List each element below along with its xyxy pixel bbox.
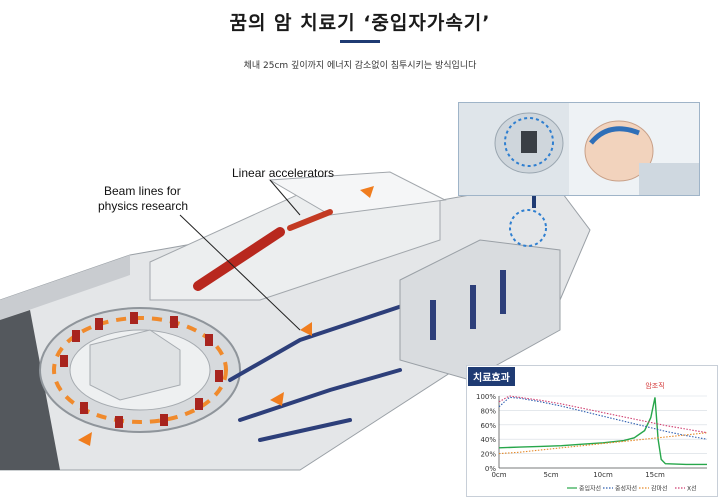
ground-edge (0, 310, 60, 470)
series-line-감마선 (498, 432, 708, 455)
beam-lines-label-line1: Beam lines for (104, 184, 181, 198)
arrow-marker (78, 432, 92, 446)
series-line-중성자선 (498, 396, 708, 440)
ring-magnet (215, 370, 223, 382)
series-line-중입자선 (498, 397, 707, 466)
synchrotron-ring-track (52, 316, 228, 424)
legend-label: 중입자선 (579, 485, 601, 493)
x-tick-label: 0cm (491, 471, 506, 479)
treatment-wing (399, 239, 561, 381)
arrow-marker (270, 392, 284, 406)
y-tick-label: 40% (480, 436, 496, 444)
chart-title: 치료효과 (468, 367, 515, 386)
beam-column (500, 270, 506, 314)
ring-magnet (195, 398, 203, 410)
beam-column (470, 285, 476, 329)
page-title: 꿈의 암 치료기 ‘중입자가속기’ (229, 12, 491, 34)
x-tick-label: 10cm (593, 471, 613, 479)
patient-illustration (459, 103, 699, 195)
y-tick-label: 0% (485, 465, 496, 473)
central-block (89, 329, 181, 401)
linac-red-pipe-2 (287, 209, 333, 231)
linear-accelerators-label: Linear accelerators (232, 166, 335, 180)
ring-magnet (72, 330, 80, 342)
linac-label-pointer (269, 179, 301, 216)
series-line-X선 (498, 395, 708, 434)
page-subtitle: 체내 25cm 깊이까지 에너지 감소없이 침투시키는 방식입니다 (243, 61, 477, 71)
facility-wall-left (0, 255, 130, 320)
patient-treatment-inset (458, 102, 700, 196)
ring-magnet (170, 316, 178, 328)
y-tick-label: 100% (476, 393, 496, 401)
accelerator-facility-illustration (0, 170, 591, 471)
beam-line (238, 368, 402, 422)
beam-lines-label-pointer (179, 214, 301, 331)
arrow-marker (360, 186, 374, 198)
y-tick-label: 20% (480, 451, 496, 459)
legend-label: 감마선 (651, 485, 668, 493)
x-tick-label: 15cm (645, 471, 665, 479)
beam-lines-label-line2: physics research (98, 199, 189, 213)
legend-label: 중성자선 (615, 485, 637, 493)
treatment-room-highlight (509, 209, 547, 247)
ring-magnet (115, 416, 123, 428)
direction-arrows (78, 186, 374, 446)
upper-block (268, 171, 447, 216)
beam-line (258, 418, 352, 442)
ring-magnet (205, 334, 213, 346)
y-tick-label: 60% (480, 422, 496, 430)
beam-column (430, 300, 436, 340)
ring-magnet (60, 355, 68, 367)
ring-magnet (160, 414, 168, 426)
arrow-marker (300, 322, 312, 336)
y-tick-label: 80% (480, 407, 496, 415)
title-underline (340, 40, 380, 43)
legend-label: X선 (687, 485, 697, 493)
x-tick-label: 5cm (543, 471, 558, 479)
ring-magnet (95, 318, 103, 330)
beam-line (228, 298, 422, 382)
ring-magnet (80, 402, 88, 414)
ring-magnets (60, 312, 223, 428)
linac-red-pipe (193, 227, 285, 291)
ring-magnet (130, 312, 138, 324)
treatment-columns (430, 270, 506, 340)
peak-label: 암조직 (645, 381, 664, 390)
